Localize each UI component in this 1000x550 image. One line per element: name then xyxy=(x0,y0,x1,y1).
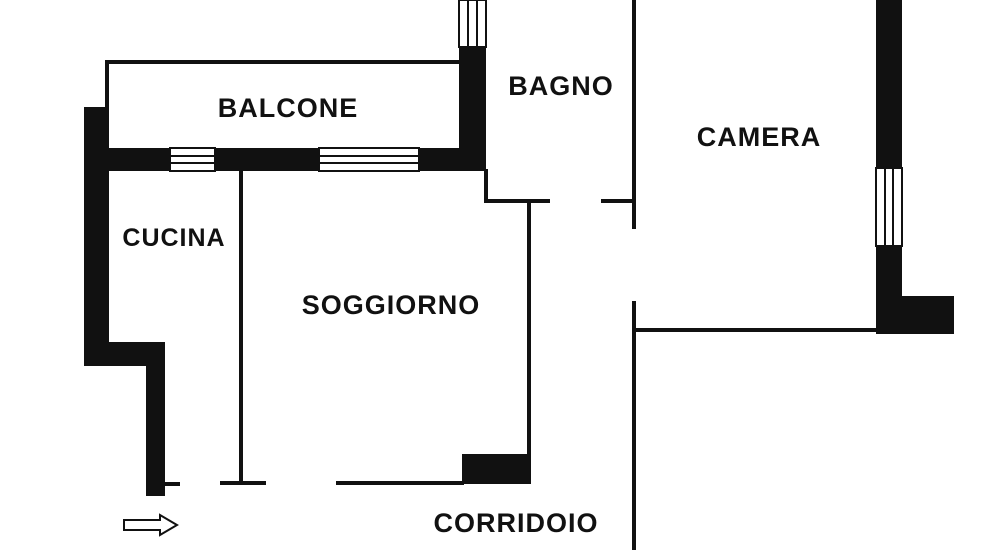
wall-bedroom-right-top xyxy=(876,0,902,168)
wall-bedroom-corner xyxy=(876,296,954,334)
room-labels: BALCONE BAGNO CAMERA CUCINA SOGGIORNO CO… xyxy=(122,71,822,538)
label-soggiorno: SOGGIORNO xyxy=(302,290,481,320)
label-camera: CAMERA xyxy=(697,122,822,152)
windows xyxy=(169,0,903,247)
wall-kitchen-lower xyxy=(146,342,165,496)
label-bagno: BAGNO xyxy=(508,71,614,101)
balcony-outline xyxy=(105,60,461,152)
window-top xyxy=(458,0,487,48)
wall-balcony-1 xyxy=(109,148,170,171)
arrow-right-icon xyxy=(123,513,179,537)
window-living xyxy=(318,147,420,172)
window-bedroom xyxy=(875,167,903,247)
wall-living-pier xyxy=(462,454,531,484)
wall-kitchen-left xyxy=(84,107,109,366)
exterior-walls xyxy=(84,0,954,496)
window-kitchen xyxy=(169,147,216,172)
interior-walls xyxy=(105,0,878,550)
label-cucina: CUCINA xyxy=(122,224,225,252)
wall-balcony-right xyxy=(459,47,486,171)
label-balcone: BALCONE xyxy=(218,93,359,123)
label-corridoio: CORRIDOIO xyxy=(433,508,598,538)
wall-balcony-2 xyxy=(215,148,319,171)
